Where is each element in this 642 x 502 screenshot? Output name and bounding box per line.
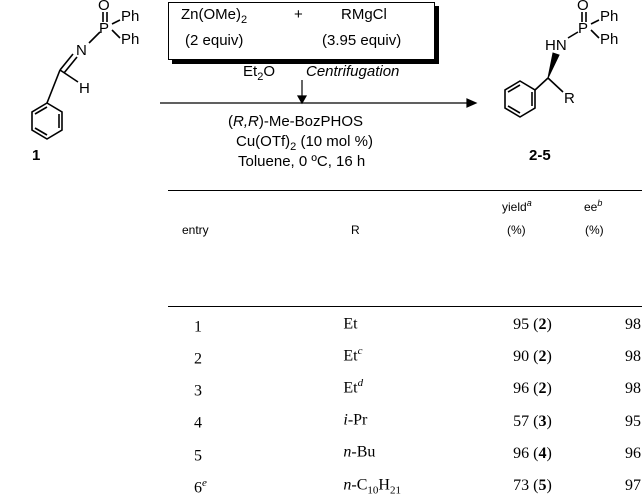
compound-label-1: 1: [32, 147, 41, 164]
table-row: 4 i-Pr 57 (3) 95: [193, 405, 642, 437]
header-r: R: [351, 223, 360, 237]
catalyst-label: Cu(OTf)2 (10 mol %): [236, 133, 373, 153]
reagent-grignard: RMgCl: [341, 6, 387, 23]
table-row: 1 Et 95 (2) 98: [193, 309, 642, 341]
product-structure: O P Ph Ph HN R: [504, 0, 618, 118]
atom-p: P: [99, 20, 109, 37]
header-ee: eeb: [584, 198, 603, 214]
table-header-rule: [168, 306, 642, 307]
cell-entry: 6e: [194, 476, 207, 496]
reagent-box: Zn(OMe)2 + RMgCl (2 equiv) (3.95 equiv): [168, 2, 435, 60]
cell-entry: 1: [194, 318, 202, 336]
ligand-label: (R,R)-Me-BozPHOS: [228, 113, 364, 130]
table-row: 6e n-C10H21 73 (5) 97: [193, 470, 642, 502]
reaction-arrows: [160, 80, 478, 108]
atom-n: N: [76, 42, 87, 59]
results-table: 1 Et 95 (2) 98 2 Etc 90 (2) 98 3 Etd 96 …: [193, 309, 642, 502]
cell-ee: 97: [625, 476, 641, 494]
reagent-zinc: Zn(OMe)2: [181, 6, 248, 26]
cell-ee: 95: [625, 412, 641, 430]
cell-yield: 90 (2): [513, 348, 552, 366]
cell-r: Etc: [343, 345, 363, 365]
atom-r: R: [564, 90, 575, 107]
cell-r: Etd: [343, 377, 364, 397]
header-yield-unit: (%): [507, 223, 526, 237]
header-entry: entry: [182, 223, 209, 237]
atom-hn: HN: [545, 37, 567, 54]
atom-o: O: [577, 0, 589, 14]
cell-ee: 96: [625, 444, 641, 462]
atom-h: H: [79, 80, 90, 97]
atom-o: O: [98, 0, 110, 14]
table-row: 2 Etc 90 (2) 98: [193, 341, 642, 373]
cell-r: i-Pr: [343, 411, 368, 429]
reagent-zinc-equiv: (2 equiv): [185, 32, 244, 49]
cell-ee: 98: [625, 380, 641, 398]
compound-label-products: 2-5: [529, 147, 551, 164]
cell-entry: 4: [194, 414, 202, 432]
cell-entry: 2: [194, 350, 202, 368]
cell-ee: 98: [625, 316, 641, 334]
table-top-rule: [168, 190, 642, 191]
atom-ph-2: Ph: [600, 31, 618, 48]
atom-ph-1: Ph: [600, 8, 618, 25]
process-centrifugation: Centrifugation: [306, 63, 400, 80]
header-ee-unit: (%): [585, 223, 604, 237]
cell-ee: 98: [625, 348, 641, 366]
cell-yield: 73 (5): [513, 476, 552, 494]
atom-ph-1: Ph: [121, 8, 139, 25]
cell-r: Et: [343, 315, 358, 333]
cell-r: n-Bu: [343, 443, 376, 461]
cell-r: n-C10H21: [343, 475, 401, 497]
table-row: 3 Etd 96 (2) 98: [193, 373, 642, 405]
reagent-grignard-equiv: (3.95 equiv): [322, 32, 402, 49]
cell-yield: 96 (2): [513, 380, 552, 398]
reaction-scheme: O P Ph Ph N H O P P: [0, 0, 642, 172]
atom-p: P: [578, 20, 588, 37]
table-row: 5 n-Bu 96 (4) 96: [193, 437, 642, 469]
cell-yield: 95 (2): [513, 316, 552, 334]
cell-yield: 57 (3): [513, 412, 552, 430]
cell-entry: 5: [194, 446, 202, 464]
cell-entry: 3: [194, 382, 202, 400]
starting-material-structure: O P Ph Ph N H: [31, 0, 139, 140]
atom-ph-2: Ph: [121, 31, 139, 48]
plus-sign: +: [294, 6, 303, 23]
header-yield: yielda: [502, 198, 532, 214]
cell-yield: 96 (4): [513, 444, 552, 462]
conditions-label: Toluene, 0 ºC, 16 h: [238, 153, 366, 170]
solvent-ether: Et2O: [243, 63, 275, 83]
